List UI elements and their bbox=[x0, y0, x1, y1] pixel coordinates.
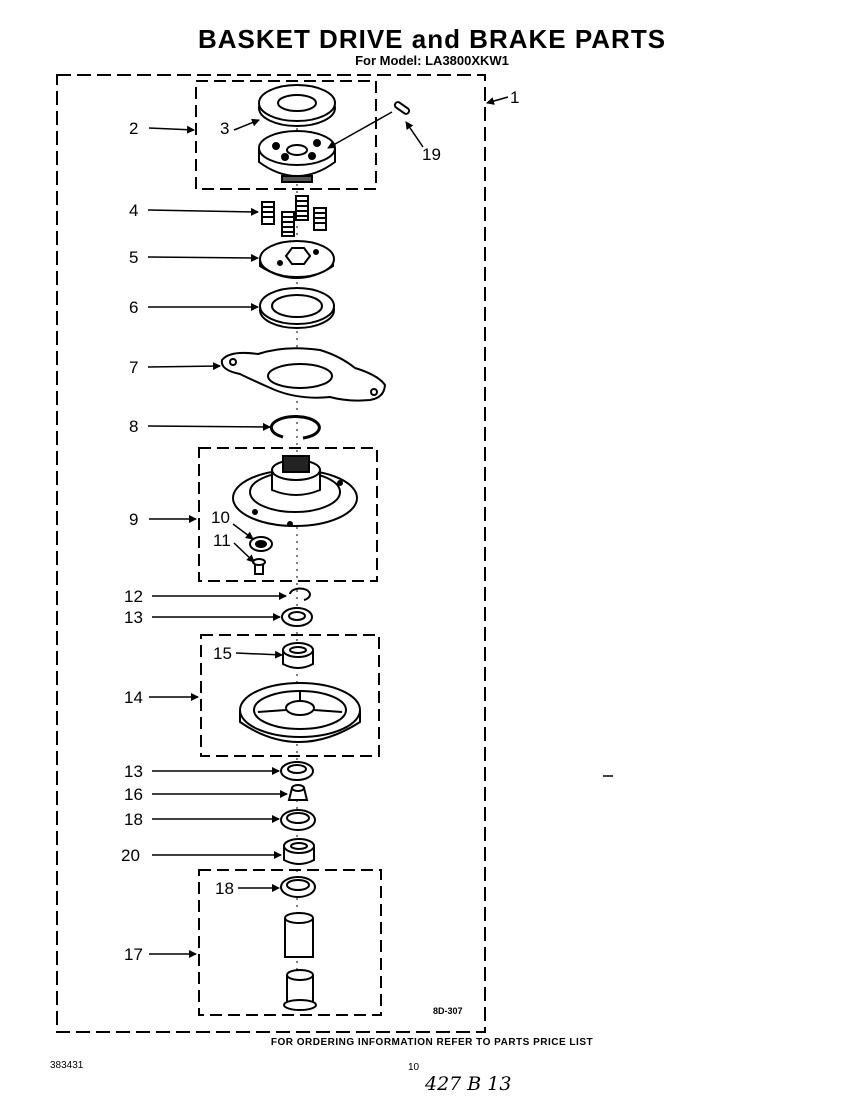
part-8-snap-ring bbox=[269, 415, 321, 440]
part-6-ring bbox=[259, 287, 335, 329]
part-9-hub bbox=[232, 455, 358, 527]
leader-10 bbox=[232, 523, 254, 540]
callout-18-top: 18 bbox=[124, 810, 143, 829]
group-box-2 bbox=[195, 80, 377, 190]
callout-13-bottom: 13 bbox=[124, 762, 143, 781]
callout-10: 10 bbox=[211, 508, 230, 527]
callout-11: 11 bbox=[213, 531, 231, 550]
part-2-brake-cam bbox=[258, 130, 336, 183]
group-box-9 bbox=[198, 447, 378, 582]
leader-8 bbox=[147, 422, 271, 431]
part-10-bearing bbox=[249, 536, 273, 552]
leader-11 bbox=[233, 542, 255, 563]
callout-13-top: 13 bbox=[124, 608, 143, 627]
callout-6: 6 bbox=[129, 298, 138, 317]
handwritten-note: 427 B 13 bbox=[425, 1073, 512, 1095]
model-subtitle: For Model: LA3800XKW1 bbox=[355, 53, 509, 68]
part-20-bushing bbox=[283, 838, 315, 865]
part-18-bearing-top bbox=[280, 809, 316, 831]
callout-4: 4 bbox=[129, 201, 138, 220]
part-3-washer bbox=[258, 84, 336, 127]
part-15-bushing bbox=[282, 642, 314, 669]
part-18-bearing-bottom bbox=[280, 876, 316, 898]
callout-18-bottom: 18 bbox=[215, 879, 234, 898]
leader-3 bbox=[233, 118, 260, 131]
ordering-note: FOR ORDERING INFORMATION REFER TO PARTS … bbox=[270, 1037, 594, 1048]
callout-16: 16 bbox=[124, 785, 143, 804]
page-title: BASKET DRIVE and BRAKE PARTS bbox=[197, 24, 667, 54]
callout-2: 2 bbox=[129, 119, 138, 138]
part-11-screw bbox=[252, 558, 266, 575]
part-19-pin bbox=[393, 101, 411, 115]
part-5-plate bbox=[259, 240, 335, 279]
part-13-washer-bottom bbox=[280, 761, 314, 781]
group-box-14 bbox=[200, 634, 380, 757]
callout-1: 1 bbox=[510, 88, 519, 107]
drawing-code: 8D-307 bbox=[433, 1006, 463, 1016]
page-number: 10 bbox=[408, 1062, 420, 1073]
leader-1 bbox=[486, 96, 509, 105]
part-17-tube bbox=[283, 912, 317, 1011]
callout-15: 15 bbox=[213, 644, 232, 663]
leader-19-a bbox=[327, 111, 393, 149]
leader-5 bbox=[147, 253, 259, 262]
callout-19: 19 bbox=[422, 145, 441, 164]
callout-20: 20 bbox=[121, 846, 140, 865]
leader-7 bbox=[147, 362, 221, 371]
callout-14: 14 bbox=[124, 688, 143, 707]
leader-4 bbox=[147, 207, 259, 216]
part-14-pulley bbox=[239, 682, 361, 743]
callout-3: 3 bbox=[220, 119, 229, 138]
part-7-bracket bbox=[220, 347, 387, 402]
part-16-cone bbox=[287, 784, 309, 801]
callout-9: 9 bbox=[129, 510, 138, 529]
callout-17: 17 bbox=[124, 945, 143, 964]
callout-5: 5 bbox=[129, 248, 138, 267]
leader-15 bbox=[235, 650, 283, 659]
part-13-washer-top bbox=[281, 607, 313, 627]
leader-2 bbox=[148, 125, 195, 134]
part-4-springs bbox=[261, 195, 327, 237]
part-12-clip bbox=[289, 587, 311, 601]
leader-19-b bbox=[405, 121, 424, 148]
group-box-17 bbox=[198, 869, 382, 1016]
callout-8: 8 bbox=[129, 417, 138, 436]
document-number: 383431 bbox=[50, 1060, 84, 1071]
assembly-frame bbox=[56, 74, 486, 1033]
callout-7: 7 bbox=[129, 358, 138, 377]
callout-12: 12 bbox=[124, 587, 143, 606]
